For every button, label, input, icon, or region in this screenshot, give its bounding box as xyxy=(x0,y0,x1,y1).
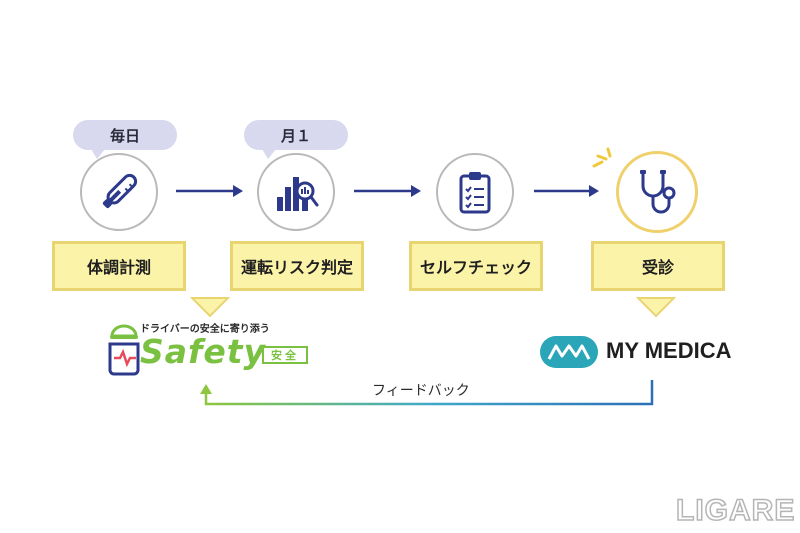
frequency-bubble-monthly: 月１ xyxy=(244,120,348,159)
feedback-label: フィードバック xyxy=(372,383,470,399)
clipboard-checklist-icon xyxy=(459,172,491,214)
step-label-risk: 運転リスク判定 xyxy=(230,241,364,291)
safety-logo: ドライバーの安全に寄り添う Safety 安全 xyxy=(106,318,336,380)
thermometer-icon xyxy=(102,173,138,209)
flow-arrow-3 xyxy=(534,185,599,197)
step-circle-measure xyxy=(80,153,158,231)
down-triangle-safety xyxy=(190,297,230,318)
step-label-selfcheck: セルフチェック xyxy=(409,241,543,291)
sparkle-icon xyxy=(592,147,612,168)
bar-chart-magnifier-icon xyxy=(277,177,319,211)
flow-arrow-1 xyxy=(176,185,243,197)
my-medica-logo: MY MEDICA xyxy=(540,334,760,372)
safety-wordmark: Safety xyxy=(140,332,267,371)
feedback-arrowhead xyxy=(200,384,212,394)
step-circle-risk xyxy=(257,153,335,231)
feedback-line xyxy=(204,380,654,406)
flow-arrow-2 xyxy=(354,185,421,197)
safety-badge: 安全 xyxy=(262,346,308,364)
frequency-bubble-daily: 毎日 xyxy=(73,120,177,159)
stethoscope-icon xyxy=(640,170,676,214)
safety-tagline: ドライバーの安全に寄り添う xyxy=(140,324,270,335)
step-circle-selfcheck xyxy=(436,153,514,231)
down-triangle-medica xyxy=(636,297,676,318)
step-circle-consult xyxy=(616,151,698,233)
my-medica-mark-icon xyxy=(540,336,598,368)
my-medica-name: MY MEDICA xyxy=(606,338,732,363)
step-label-consult: 受診 xyxy=(591,241,725,291)
step-label-measure: 体調計測 xyxy=(52,241,186,291)
ligare-watermark: LIGARE xyxy=(675,493,796,528)
safety-mascot-icon xyxy=(108,324,140,376)
